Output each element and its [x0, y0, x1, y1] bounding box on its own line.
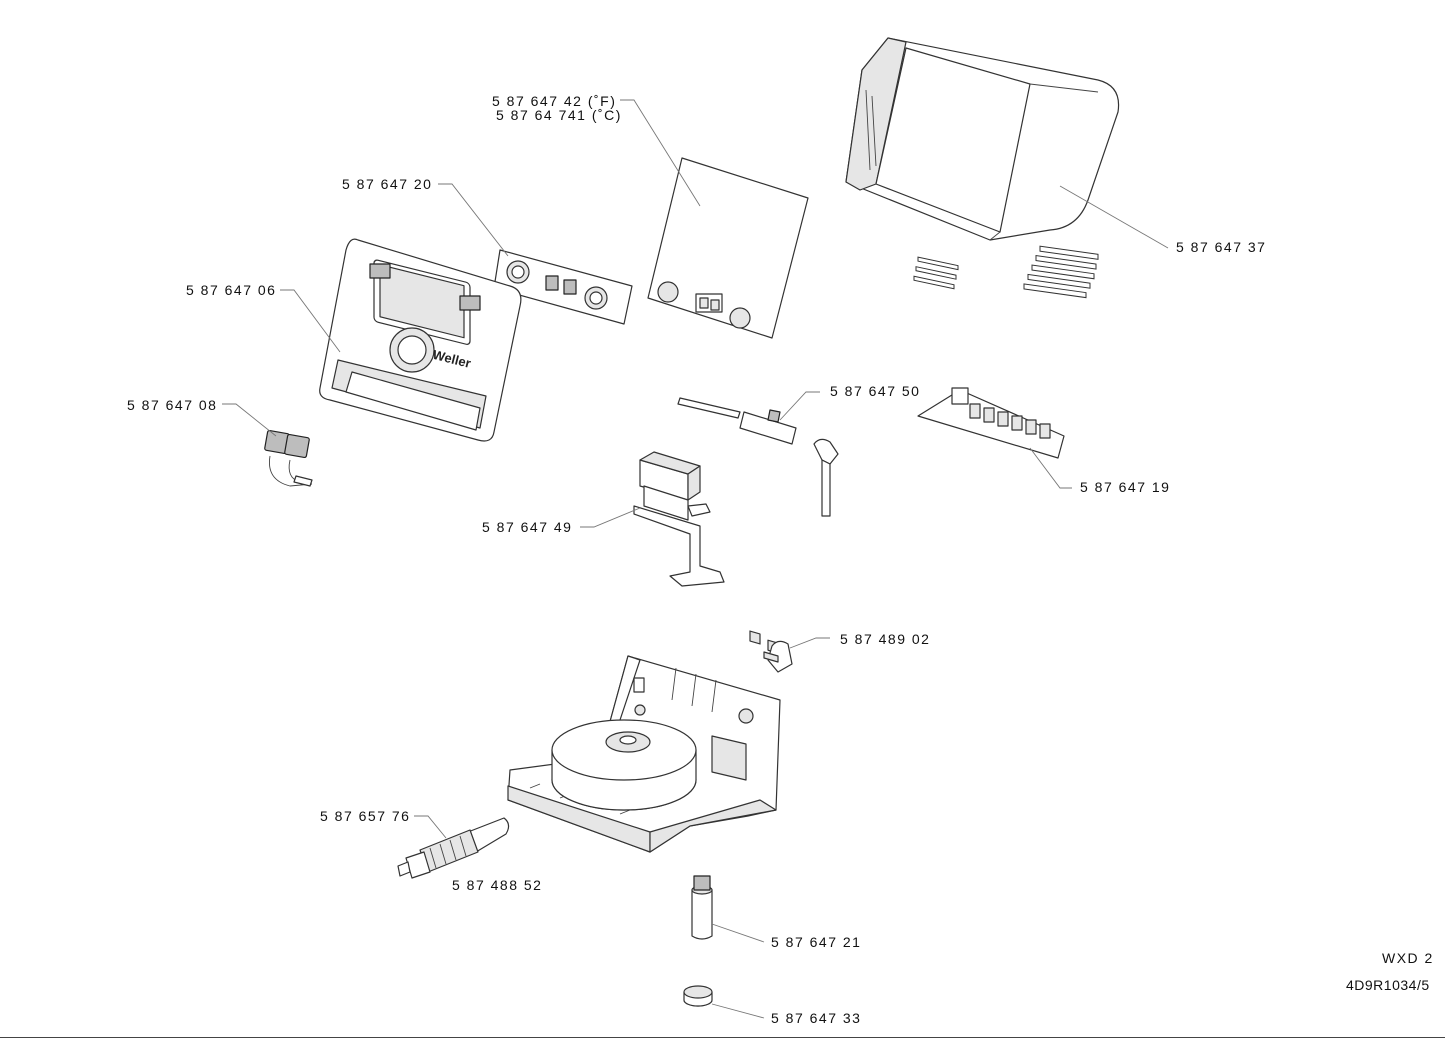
- label-5-87-657-76: 5 87 657 76: [320, 808, 410, 824]
- label-5-87-647-20: 5 87 647 20: [342, 176, 432, 192]
- rocker-switch: [264, 429, 313, 487]
- label-5-87-647-08: 5 87 647 08: [127, 397, 217, 413]
- label-5-87-489-02: 5 87 489 02: [840, 631, 930, 647]
- terminal-block-board: [917, 387, 1065, 459]
- label-5-87-647-19: 5 87 647 19: [1080, 479, 1170, 495]
- hose-nipple: [397, 817, 510, 879]
- main-pcb: [647, 157, 809, 339]
- label-5-87-647-50: 5 87 647 50: [830, 383, 920, 399]
- label-5-87-647-21: 5 87 647 21: [771, 934, 861, 950]
- support-foot: [691, 875, 713, 940]
- label-5-87-488-52: 5 87 488 52: [452, 877, 542, 893]
- model-designation: WXD 2: [1382, 950, 1434, 966]
- drawing-number: 4D9R1034/5: [1346, 977, 1430, 993]
- housing-cover: [845, 37, 1120, 299]
- frame-border: [0, 1037, 1445, 1038]
- transformer: [551, 719, 697, 811]
- label-5-87-647-42-f: 5 87 647 42 (˚F): [492, 93, 616, 109]
- label-5-87-647-33: 5 87 647 33: [771, 1010, 861, 1026]
- solenoid-valve: [633, 451, 725, 587]
- cable-clip: [763, 640, 793, 673]
- label-5-87-647-49: 5 87 647 49: [482, 519, 572, 535]
- front-control-board: [493, 249, 633, 325]
- label-5-87-647-06: 5 87 647 06: [186, 282, 276, 298]
- label-5-87-64-741-c: 5 87 64 741 (˚C): [496, 107, 622, 123]
- elbow-tube: [813, 438, 839, 517]
- rubber-foot: [683, 985, 713, 1007]
- label-5-87-647-37: 5 87 647 37: [1176, 239, 1266, 255]
- front-panel: Weller: [319, 238, 522, 442]
